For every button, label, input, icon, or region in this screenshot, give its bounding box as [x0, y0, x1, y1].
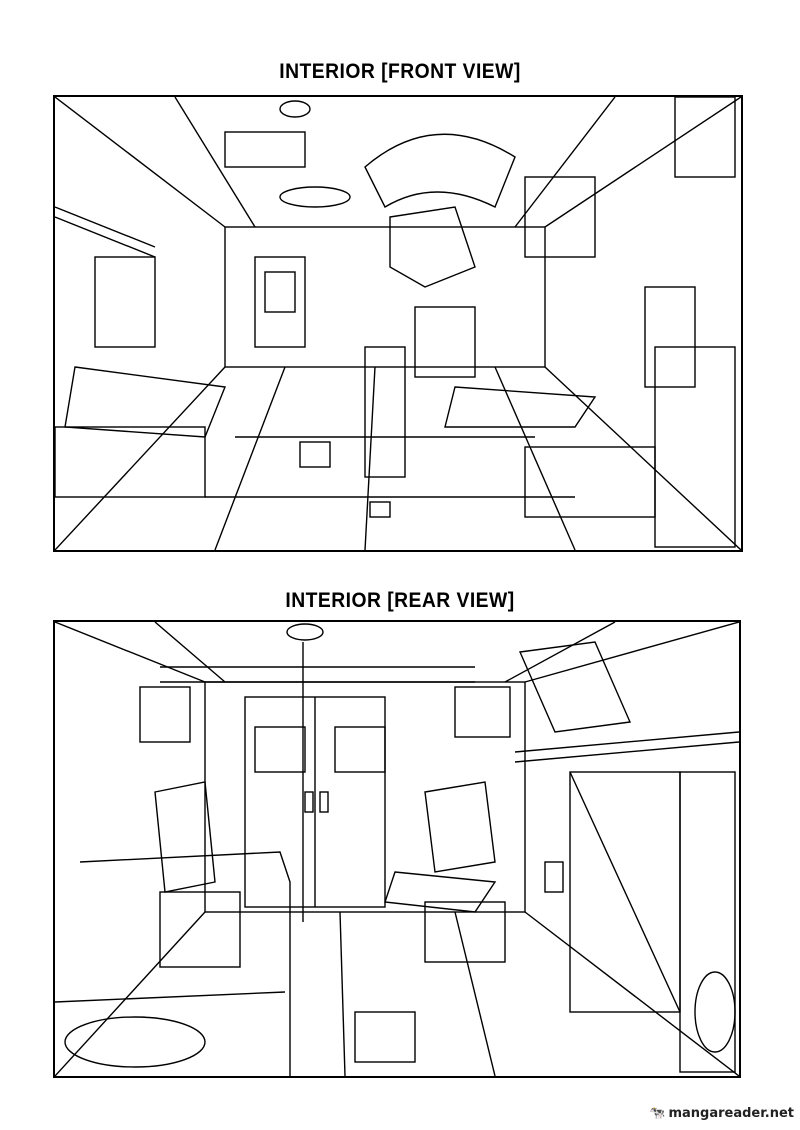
mascot-logo-icon: 🐄	[649, 1106, 666, 1121]
illustration-rear-view	[53, 620, 741, 1078]
watermark-text: mangareader.net	[668, 1106, 794, 1121]
watermark: 🐄 mangareader.net	[649, 1106, 794, 1121]
illustration-front-view	[53, 95, 743, 552]
panel-title-rear: INTERIOR [REAR VIEW]	[285, 589, 515, 612]
panel-title-front: INTERIOR [FRONT VIEW]	[279, 60, 521, 83]
